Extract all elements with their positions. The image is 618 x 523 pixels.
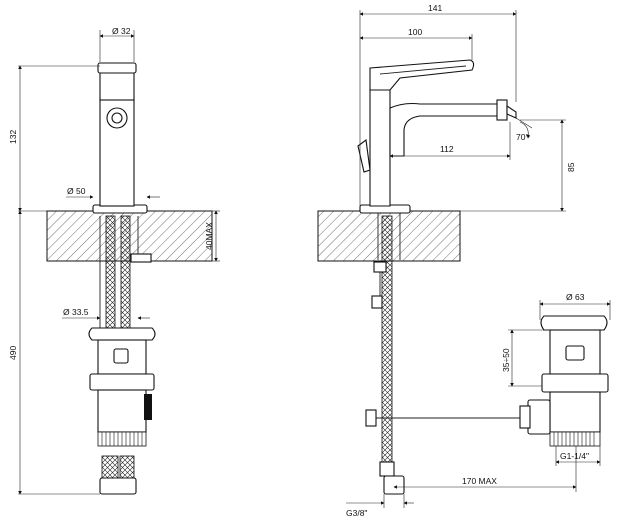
dim-angle70: 70° xyxy=(516,132,529,142)
waste-flange-left xyxy=(88,327,156,341)
dim-d33-5: Ø 33.5 xyxy=(63,307,89,317)
handle-side xyxy=(369,59,475,91)
dim-g3-8: G3/8" xyxy=(346,508,367,518)
side-view: 141 100 112 70° 85 Ø 63 35÷50 G1-1/4" 17… xyxy=(317,3,611,518)
dim-170max: 170 MAX xyxy=(462,476,497,486)
dim-w141: 141 xyxy=(428,3,442,13)
hose-fitting-left xyxy=(101,455,119,481)
handle-front xyxy=(97,62,137,74)
waste-nut-left xyxy=(89,373,155,391)
dim-w112: 112 xyxy=(440,144,454,154)
dim-35-50: 35÷50 xyxy=(501,348,511,372)
popup-lever xyxy=(357,138,371,173)
waste-side-connector xyxy=(527,399,551,435)
dim-d32: Ø 32 xyxy=(112,26,131,36)
dim-w100: 100 xyxy=(408,27,422,37)
dim-d63: Ø 63 xyxy=(566,292,585,302)
dim-h490: 490 xyxy=(8,346,18,360)
waste-flange-right xyxy=(540,315,608,331)
dim-h85: 85 xyxy=(566,162,576,172)
hose-left-b xyxy=(120,215,131,329)
waste-nut-right xyxy=(541,373,609,393)
thread-right xyxy=(553,432,595,446)
faucet-body-front xyxy=(99,97,135,207)
dim-g1-14: G1-1/4" xyxy=(560,451,589,461)
hose-left-a xyxy=(105,215,116,329)
thread-left xyxy=(101,432,143,446)
hose-right xyxy=(381,215,393,463)
dim-h132: 132 xyxy=(8,130,18,144)
front-view: Ø 32 132 490 Ø 50 40MAX Ø 33.5 xyxy=(8,26,220,495)
hose-fitting-right xyxy=(379,461,395,477)
dim-40max: 40MAX xyxy=(204,222,214,250)
spout-side xyxy=(389,102,501,157)
dim-d50: Ø 50 xyxy=(67,186,86,196)
faucet-body-side xyxy=(369,89,391,207)
